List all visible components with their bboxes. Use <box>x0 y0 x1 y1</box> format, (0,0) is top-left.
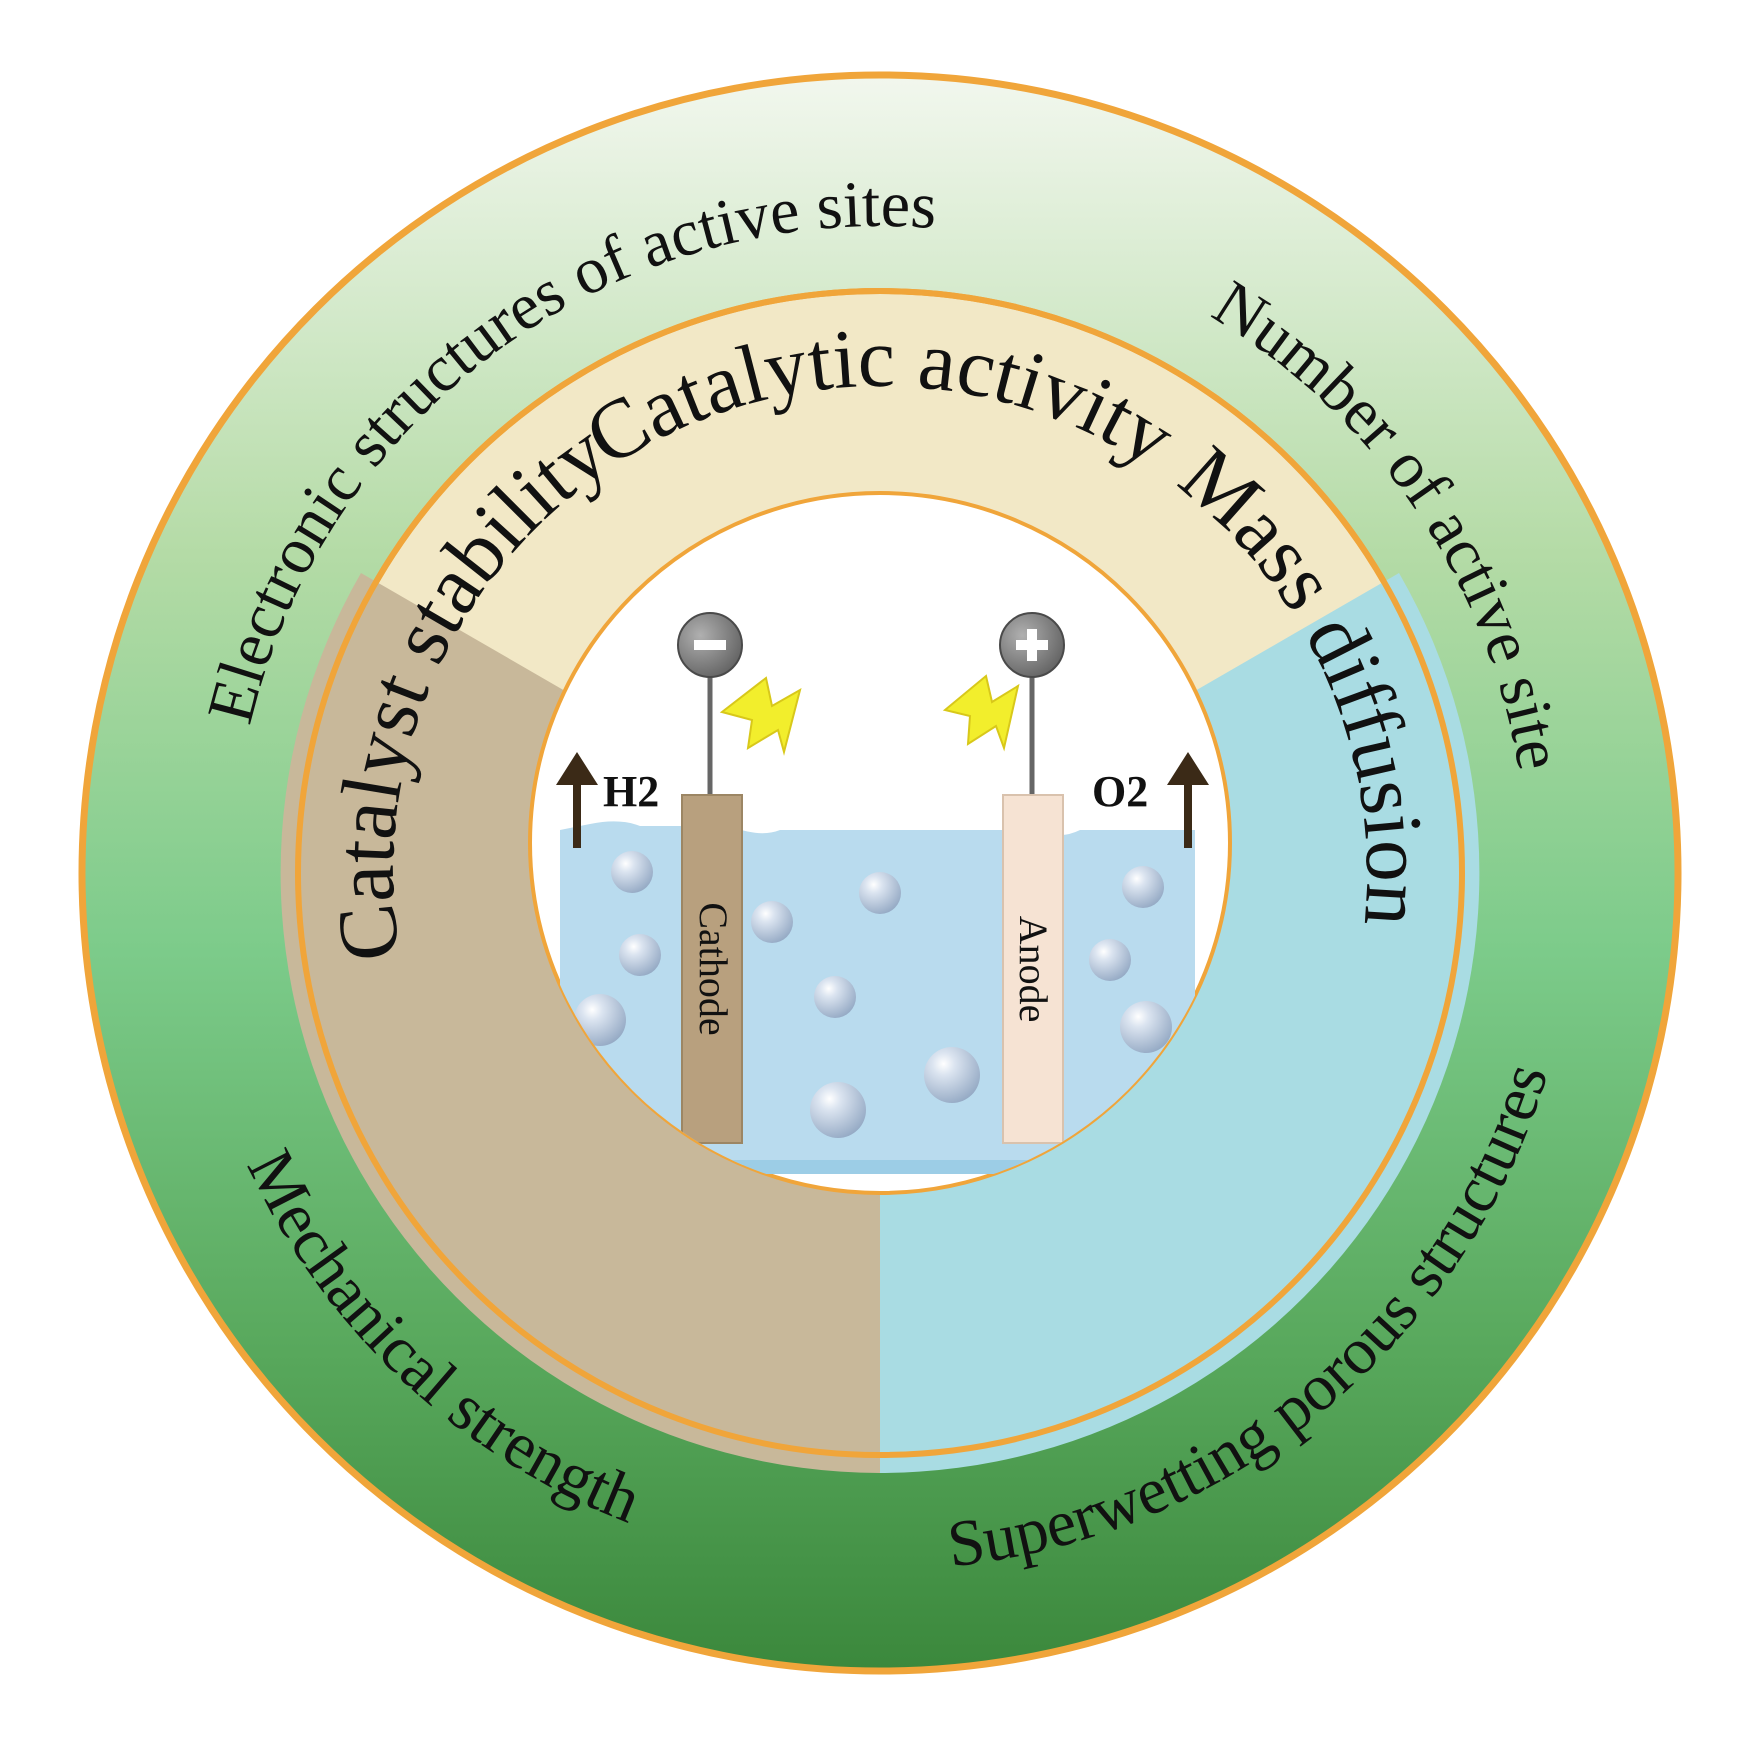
gas-bubble-icon <box>611 851 653 893</box>
gas-bubbles <box>574 851 1172 1138</box>
anode-label: Anode <box>1011 916 1056 1023</box>
gas-bubble-icon <box>1089 939 1131 981</box>
electrolysis-cell: Cathode Anode H2 O2 <box>556 612 1209 1174</box>
o2-arrow <box>1167 752 1209 848</box>
h2-arrow <box>556 752 598 848</box>
lightning-bolt-icon <box>942 674 1020 752</box>
cathode-electrode <box>681 794 743 1144</box>
h2-label: H2 <box>603 767 659 816</box>
gas-bubble-icon <box>859 872 901 914</box>
plus-icon <box>999 612 1065 678</box>
gas-bubble-icon <box>814 976 856 1018</box>
gas-bubble-icon <box>619 934 661 976</box>
anode-electrode <box>1002 794 1064 1144</box>
gas-bubble-icon <box>574 994 626 1046</box>
gas-bubble-icon <box>1122 866 1164 908</box>
minus-icon <box>677 612 743 678</box>
cathode-label: Cathode <box>691 902 736 1035</box>
lightning-bolt-icon <box>719 676 802 756</box>
o2-label: O2 <box>1092 767 1148 816</box>
gas-bubble-icon <box>924 1047 980 1103</box>
gas-bubble-icon <box>751 901 793 943</box>
gas-bubble-icon <box>1120 1001 1172 1053</box>
gas-bubble-icon <box>810 1082 866 1138</box>
